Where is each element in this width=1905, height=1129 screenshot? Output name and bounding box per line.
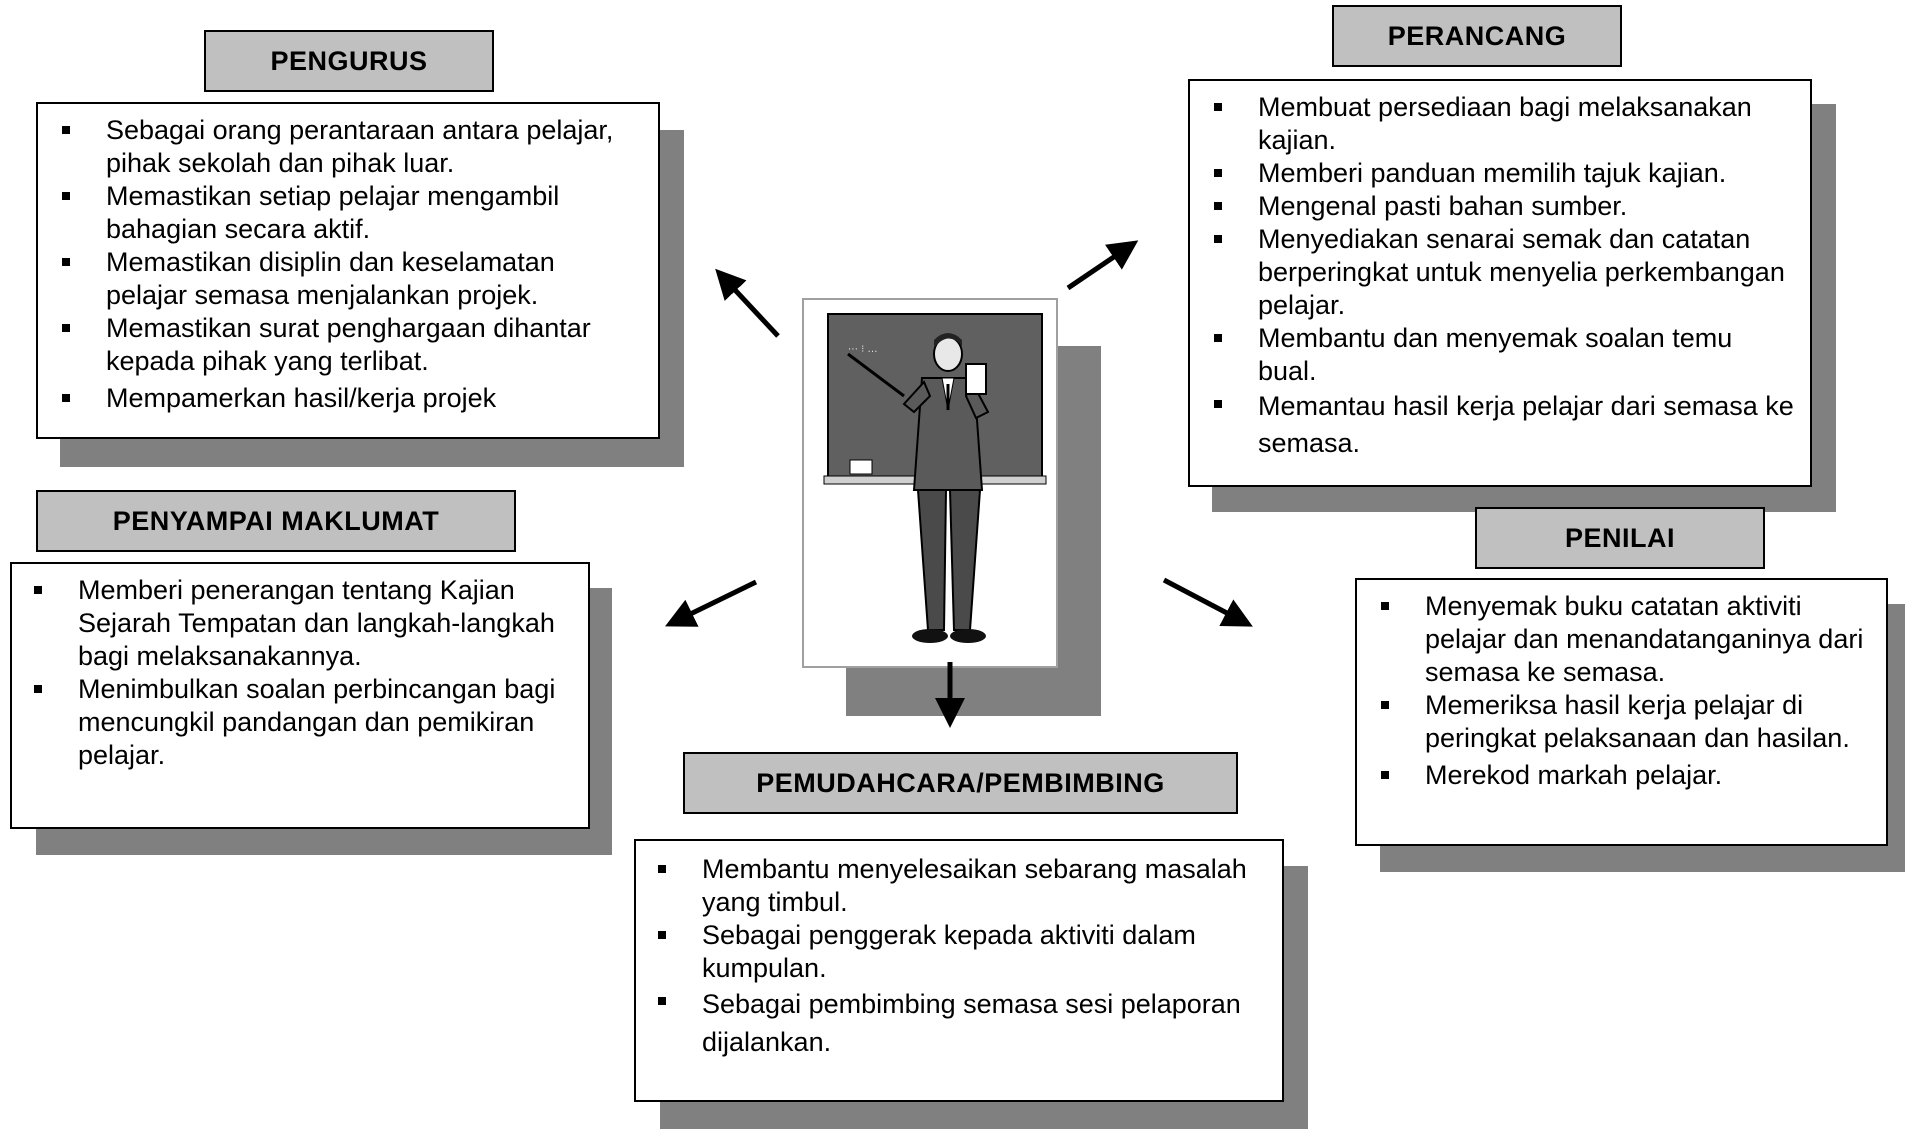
pengurus-box: Sebagai orang perantaraan antara pelajar… bbox=[36, 102, 660, 439]
teacher-at-blackboard-icon: ⋯ ⁝ … bbox=[823, 313, 1047, 643]
perancang-item: Membantu dan menyemak soalan temu bual. bbox=[1214, 322, 1794, 388]
perancang-title: PERANCANG bbox=[1332, 5, 1622, 67]
perancang-box: Membuat persediaan bagi melaksanakan kaj… bbox=[1188, 79, 1812, 487]
teacher-image-frame: ⋯ ⁝ … bbox=[802, 298, 1058, 668]
penyampai-maklumat-item: Memberi penerangan tentang Kajian Sejara… bbox=[34, 574, 566, 673]
pengurus-item: Mempamerkan hasil/kerja projek bbox=[62, 382, 638, 415]
penilai-item: Menyemak buku catatan aktiviti pelajar d… bbox=[1381, 590, 1873, 689]
penyampai-maklumat-list: Memberi penerangan tentang Kajian Sejara… bbox=[34, 574, 566, 772]
perancang-item: Menyediakan senarai semak dan catatan be… bbox=[1214, 223, 1794, 322]
penyampai-maklumat-item: Menimbulkan soalan perbincangan bagi men… bbox=[34, 673, 566, 772]
penilai-title: PENILAI bbox=[1475, 507, 1765, 569]
svg-text:⋯ ⁝ …: ⋯ ⁝ … bbox=[848, 344, 878, 355]
perancang-item: Memantau hasil kerja pelajar dari semasa… bbox=[1214, 388, 1794, 462]
perancang-list: Membuat persediaan bagi melaksanakan kaj… bbox=[1214, 91, 1794, 462]
pemudahcara-pembimbing-item: Sebagai pembimbing semasa sesi pelaporan… bbox=[658, 985, 1258, 1061]
penilai-item: Merekod markah pelajar. bbox=[1381, 759, 1873, 792]
pemudahcara-pembimbing-box: Membantu menyelesaikan sebarang masalah … bbox=[634, 839, 1284, 1102]
pemudahcara-pembimbing-list: Membantu menyelesaikan sebarang masalah … bbox=[658, 853, 1258, 1061]
pengurus-item: Sebagai orang perantaraan antara pelajar… bbox=[62, 114, 638, 180]
penilai-list: Menyemak buku catatan aktiviti pelajar d… bbox=[1381, 590, 1873, 792]
pemudahcara-pembimbing-title: PEMUDAHCARA/PEMBIMBING bbox=[683, 752, 1238, 814]
perancang-item: Mengenal pasti bahan sumber. bbox=[1214, 190, 1794, 223]
pemudahcara-pembimbing-item: Sebagai penggerak kepada aktiviti dalam … bbox=[658, 919, 1258, 985]
penilai-box: Menyemak buku catatan aktiviti pelajar d… bbox=[1355, 578, 1888, 846]
penyampai-maklumat-box: Memberi penerangan tentang Kajian Sejara… bbox=[10, 562, 590, 829]
perancang-item: Memberi panduan memilih tajuk kajian. bbox=[1214, 157, 1794, 190]
pengurus-item: Memastikan setiap pelajar mengambil baha… bbox=[62, 180, 638, 246]
pengurus-item: Memastikan disiplin dan keselamatan pela… bbox=[62, 246, 638, 312]
arrow-to-penilai bbox=[1162, 577, 1253, 627]
pengurus-item: Memastikan surat penghargaan dihantar ke… bbox=[62, 312, 638, 378]
arrow-to-penyampai-maklumat bbox=[665, 579, 758, 627]
penilai-item: Memeriksa hasil kerja pelajar di peringk… bbox=[1381, 689, 1873, 755]
arrow-to-pengurus bbox=[715, 268, 780, 338]
pengurus-title: PENGURUS bbox=[204, 30, 494, 92]
arrow-to-perancang bbox=[1066, 240, 1139, 291]
penyampai-maklumat-title: PENYAMPAI MAKLUMAT bbox=[36, 490, 516, 552]
pemudahcara-pembimbing-item: Membantu menyelesaikan sebarang masalah … bbox=[658, 853, 1258, 919]
pengurus-list: Sebagai orang perantaraan antara pelajar… bbox=[62, 114, 638, 415]
perancang-item: Membuat persediaan bagi melaksanakan kaj… bbox=[1214, 91, 1794, 157]
